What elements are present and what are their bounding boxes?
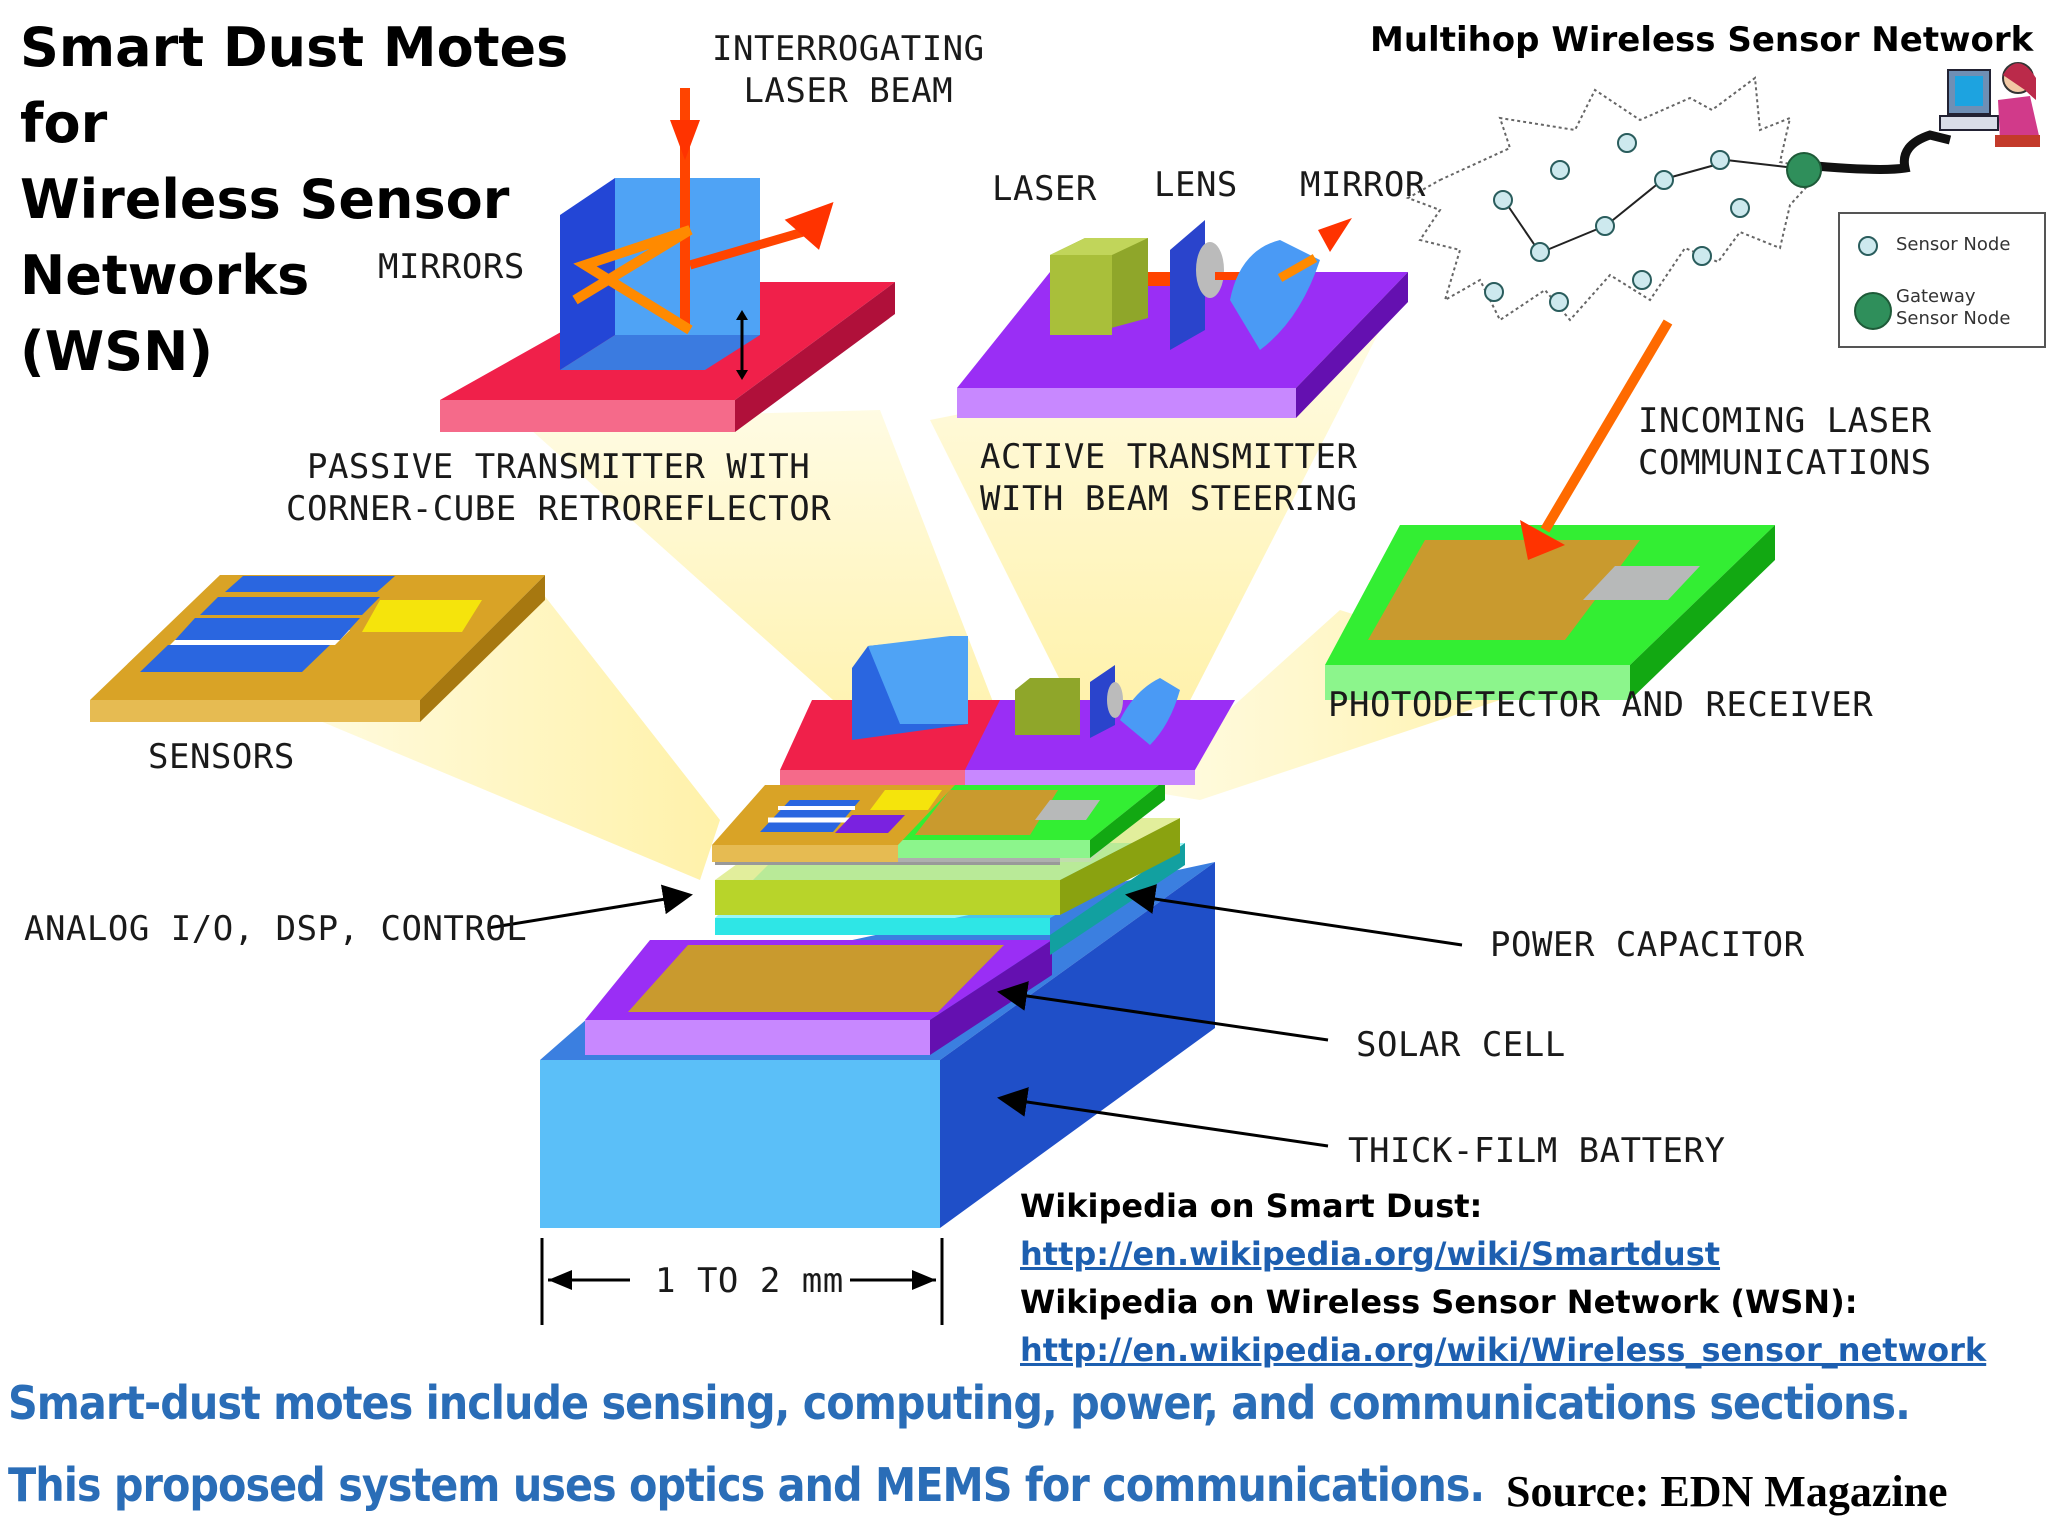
label-power-capacitor: POWER CAPACITOR (1490, 925, 1805, 965)
wsn-label: Wikipedia on Wireless Sensor Network (WS… (1020, 1283, 1858, 1321)
label-mirror: MIRROR (1300, 165, 1426, 205)
legend-sensor-node: Sensor Node (1896, 234, 2011, 255)
network-legend: Sensor Node Gateway Sensor Node (1838, 212, 2046, 348)
pointer-solar-cell (997, 981, 1329, 1042)
pointer-battery (997, 1087, 1329, 1148)
pointer-power-capacitor (1125, 884, 1463, 947)
sensor-nodes (1484, 133, 1750, 312)
smartdust-link[interactable]: http://en.wikipedia.org/wiki/Smartdust (1020, 1235, 1721, 1273)
passive-transmitter (440, 88, 895, 432)
page-title: Smart Dust Motes for Wireless Sensor Net… (20, 16, 569, 383)
network-title: Multihop Wireless Sensor Network (1370, 20, 2034, 60)
source-credit: Source: EDN Magazine (1506, 1467, 1948, 1516)
sensor-node-icon (1858, 236, 1878, 256)
label-lens: LENS (1154, 165, 1238, 205)
network-cloud (1405, 62, 2040, 322)
dimension-marker (540, 1238, 944, 1325)
computer-user-icon (1939, 62, 2040, 147)
label-battery: THICK-FILM BATTERY (1348, 1131, 1726, 1171)
active-transmitter (957, 218, 1408, 418)
wsn-link[interactable]: http://en.wikipedia.org/wiki/Wireless_se… (1020, 1331, 1987, 1369)
pointer-analog (487, 884, 693, 930)
photodetector-receiver (1325, 319, 1775, 700)
legend-gateway-node: Gateway Sensor Node (1896, 286, 2011, 329)
incoming-laser (1540, 319, 1673, 533)
gateway-node (1786, 152, 1822, 188)
cone-active (930, 330, 1380, 720)
label-dimension: 1 TO 2 mm (655, 1261, 844, 1301)
sensors-board (90, 575, 545, 722)
label-mirrors: MIRRORS (378, 247, 525, 287)
label-sensors: SENSORS (148, 737, 295, 777)
reference-links: Wikipedia on Smart Dust: http://en.wikip… (1020, 1182, 1986, 1374)
gateway-node-icon (1854, 292, 1892, 330)
caption-line-2: This proposed system uses optics and MEM… (8, 1458, 1485, 1512)
label-laser: LASER (992, 169, 1097, 209)
label-solar-cell: SOLAR CELL (1356, 1025, 1566, 1065)
smartdust-label: Wikipedia on Smart Dust: (1020, 1187, 1483, 1225)
label-photodetector: PHOTODETECTOR AND RECEIVER (1328, 685, 1874, 725)
caption-line-1: Smart-dust motes include sensing, comput… (8, 1376, 1911, 1430)
label-analog: ANALOG I/O, DSP, CONTROL (24, 909, 528, 949)
mote-stack (540, 636, 1235, 1228)
